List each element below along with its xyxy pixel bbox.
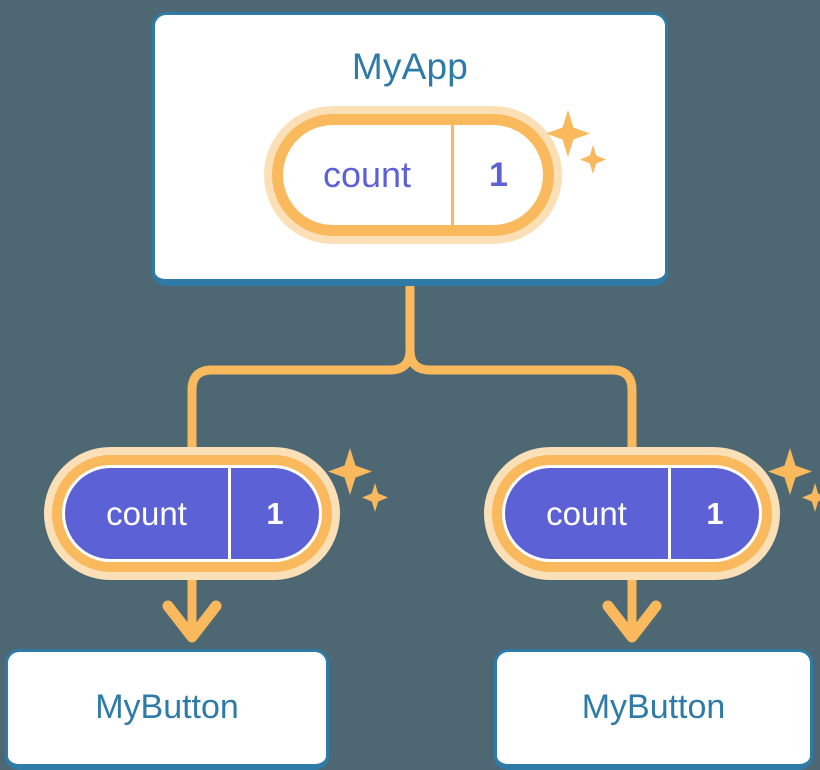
- state-pill-child-1[interactable]: count 1: [484, 447, 780, 580]
- sparkle-icon-small: [802, 483, 820, 512]
- component-title-myapp: MyApp: [351, 46, 469, 87]
- state-key-label: count: [322, 154, 412, 195]
- pill-divider: [228, 468, 231, 559]
- pill-body: count 1: [283, 125, 543, 225]
- component-box-mybutton-0[interactable]: MyButton: [5, 649, 329, 770]
- state-value-label: 1: [706, 496, 724, 531]
- state-value-label: 1: [489, 156, 508, 194]
- arrow-head-right: [602, 600, 662, 643]
- pill-body: count 1: [65, 468, 319, 559]
- state-value-label: 1: [266, 496, 284, 531]
- state-pill-root[interactable]: count 1: [264, 106, 562, 244]
- connector-branch-left: [187, 349, 415, 455]
- sparkle-icon-small: [362, 483, 388, 512]
- pill-body: count 1: [505, 468, 759, 559]
- state-key-label: count: [546, 495, 627, 532]
- component-title-mybutton-1: MyButton: [581, 688, 726, 726]
- component-box-mybutton-1[interactable]: MyButton: [494, 649, 813, 770]
- pill-divider: [451, 125, 454, 225]
- arrow-head-left: [162, 600, 222, 643]
- connector-branch-right: [405, 349, 637, 455]
- state-pill-child-0[interactable]: count 1: [44, 447, 340, 580]
- pill-divider: [668, 468, 671, 559]
- component-title-mybutton-0: MyButton: [95, 688, 239, 726]
- state-key-label: count: [106, 495, 187, 532]
